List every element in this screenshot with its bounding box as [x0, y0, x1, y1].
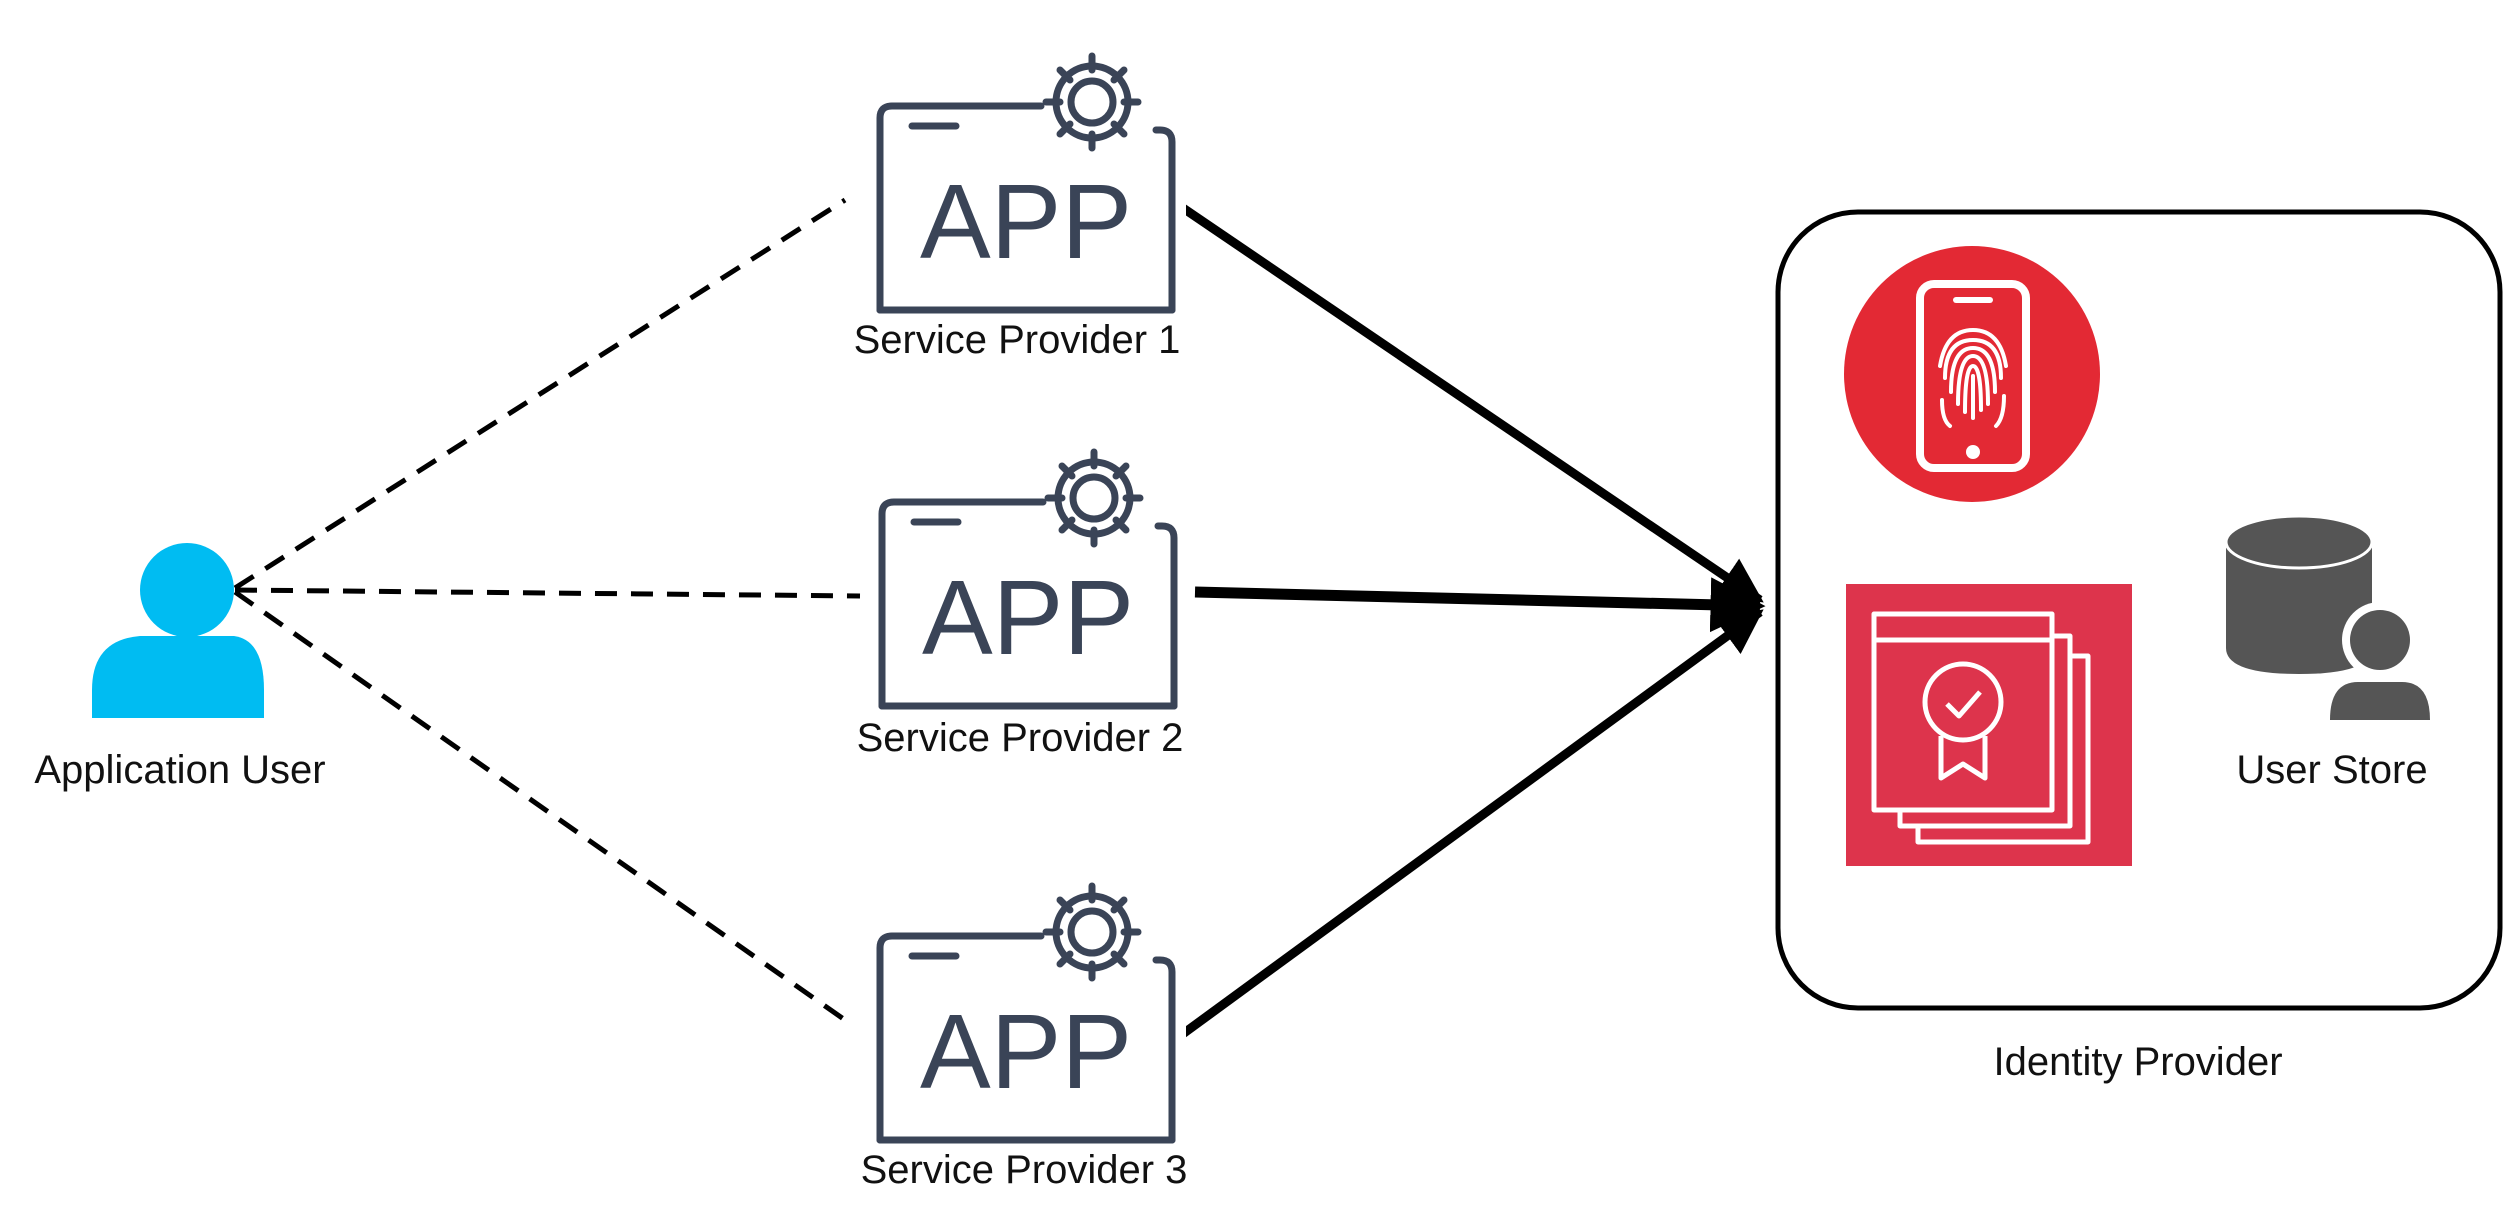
service-provider-3-label: Service Provider 3	[860, 1148, 1188, 1192]
arrow-sp2-idp	[1194, 577, 1766, 633]
app-gear-icon	[876, 882, 1176, 1144]
service-provider-2[interactable]: APP	[878, 448, 1188, 726]
service-provider-1[interactable]: APP	[876, 52, 1186, 330]
connector-user-sp3	[233, 589, 847, 1023]
user-store-icon	[2224, 514, 2438, 722]
fingerprint-phone-icon	[1844, 246, 2100, 502]
service-provider-3[interactable]: APP	[876, 882, 1186, 1160]
certificate-icon	[1846, 584, 2132, 866]
app-icon-text: APP	[922, 559, 1134, 677]
user-store-label: User Store	[2236, 748, 2428, 792]
identity-provider-label: Identity Provider	[1993, 1040, 2283, 1084]
connector-user-sp1	[233, 197, 847, 591]
app-gear-icon	[876, 52, 1176, 314]
app-gear-icon	[878, 448, 1178, 710]
sp-arrows	[1177, 202, 1766, 1040]
user-icon[interactable]	[92, 543, 264, 718]
arrow-sp3-idp	[1177, 608, 1764, 1040]
app-icon-text: APP	[920, 163, 1132, 281]
user-connectors	[233, 197, 861, 1023]
service-provider-2-label: Service Provider 2	[856, 716, 1184, 760]
application-user-label: Application User	[34, 748, 326, 792]
arrow-sp1-idp	[1177, 202, 1764, 604]
service-provider-1-label: Service Provider 1	[853, 318, 1181, 362]
connector-user-sp2	[234, 587, 861, 599]
app-icon-text: APP	[920, 993, 1132, 1111]
